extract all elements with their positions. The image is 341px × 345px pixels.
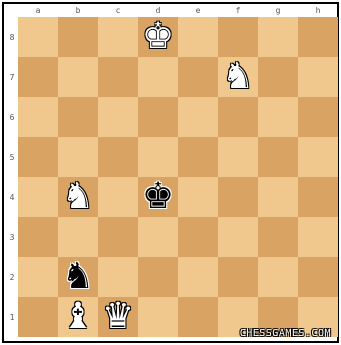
square-e3[interactable] (178, 217, 218, 257)
file-label-b: b (58, 6, 98, 16)
square-h6[interactable] (298, 97, 338, 137)
square-c6[interactable] (98, 97, 138, 137)
white-knight-piece[interactable]: ♞ (62, 177, 94, 217)
white-bishop-piece[interactable]: ♝ (62, 297, 94, 337)
square-d1[interactable] (138, 297, 178, 337)
square-h8[interactable] (298, 17, 338, 57)
square-a3[interactable] (18, 217, 58, 257)
square-a7[interactable] (18, 57, 58, 97)
square-e4[interactable] (178, 177, 218, 217)
file-label-a: a (18, 6, 58, 16)
square-e6[interactable] (178, 97, 218, 137)
square-c8[interactable] (98, 17, 138, 57)
rank-label-1: 1 (7, 297, 17, 337)
file-label-c: c (98, 6, 138, 16)
square-b7[interactable] (58, 57, 98, 97)
square-e8[interactable] (178, 17, 218, 57)
square-f3[interactable] (218, 217, 258, 257)
square-g8[interactable] (258, 17, 298, 57)
square-g6[interactable] (258, 97, 298, 137)
square-h4[interactable] (298, 177, 338, 217)
square-b3[interactable] (58, 217, 98, 257)
square-c1[interactable]: ♛ (98, 297, 138, 337)
square-c3[interactable] (98, 217, 138, 257)
square-g4[interactable] (258, 177, 298, 217)
square-c5[interactable] (98, 137, 138, 177)
square-e7[interactable] (178, 57, 218, 97)
square-e2[interactable] (178, 257, 218, 297)
rank-label-5: 5 (7, 137, 17, 177)
square-f6[interactable] (218, 97, 258, 137)
square-h2[interactable] (298, 257, 338, 297)
rank-label-7: 7 (7, 57, 17, 97)
square-a6[interactable] (18, 97, 58, 137)
site-watermark: CHESSGAMES.COM (240, 328, 331, 339)
black-king-piece[interactable]: ♚ (142, 177, 174, 217)
square-d4[interactable]: ♚ (138, 177, 178, 217)
rank-label-3: 3 (7, 217, 17, 257)
file-label-g: g (258, 6, 298, 16)
file-label-e: e (178, 6, 218, 16)
square-b1[interactable]: ♝ (58, 297, 98, 337)
square-d7[interactable] (138, 57, 178, 97)
square-g2[interactable] (258, 257, 298, 297)
square-c2[interactable] (98, 257, 138, 297)
square-f2[interactable] (218, 257, 258, 297)
square-d2[interactable] (138, 257, 178, 297)
rank-label-2: 2 (7, 257, 17, 297)
square-b4[interactable]: ♞ (58, 177, 98, 217)
square-d6[interactable] (138, 97, 178, 137)
square-e5[interactable] (178, 137, 218, 177)
white-king-piece[interactable]: ♚ (142, 17, 174, 57)
square-a2[interactable] (18, 257, 58, 297)
square-a8[interactable] (18, 17, 58, 57)
square-d3[interactable] (138, 217, 178, 257)
square-d5[interactable] (138, 137, 178, 177)
square-h5[interactable] (298, 137, 338, 177)
square-c4[interactable] (98, 177, 138, 217)
square-d8[interactable]: ♚ (138, 17, 178, 57)
square-b6[interactable] (58, 97, 98, 137)
square-e1[interactable] (178, 297, 218, 337)
white-knight-piece[interactable]: ♞ (222, 57, 254, 97)
square-f5[interactable] (218, 137, 258, 177)
white-queen-piece[interactable]: ♛ (102, 297, 134, 337)
square-a1[interactable] (18, 297, 58, 337)
rank-label-4: 4 (7, 177, 17, 217)
square-f8[interactable] (218, 17, 258, 57)
square-g7[interactable] (258, 57, 298, 97)
square-a5[interactable] (18, 137, 58, 177)
square-c7[interactable] (98, 57, 138, 97)
square-b5[interactable] (58, 137, 98, 177)
rank-label-6: 6 (7, 97, 17, 137)
rank-label-8: 8 (7, 17, 17, 57)
file-label-f: f (218, 6, 258, 16)
chessboard: ♚♞♞♚♞♝♛ (18, 17, 338, 337)
square-f4[interactable] (218, 177, 258, 217)
square-h7[interactable] (298, 57, 338, 97)
square-b8[interactable] (58, 17, 98, 57)
square-f7[interactable]: ♞ (218, 57, 258, 97)
square-b2[interactable]: ♞ (58, 257, 98, 297)
square-a4[interactable] (18, 177, 58, 217)
square-g3[interactable] (258, 217, 298, 257)
square-g5[interactable] (258, 137, 298, 177)
black-knight-piece[interactable]: ♞ (62, 257, 94, 297)
square-h3[interactable] (298, 217, 338, 257)
file-label-d: d (138, 6, 178, 16)
file-label-h: h (298, 6, 338, 16)
